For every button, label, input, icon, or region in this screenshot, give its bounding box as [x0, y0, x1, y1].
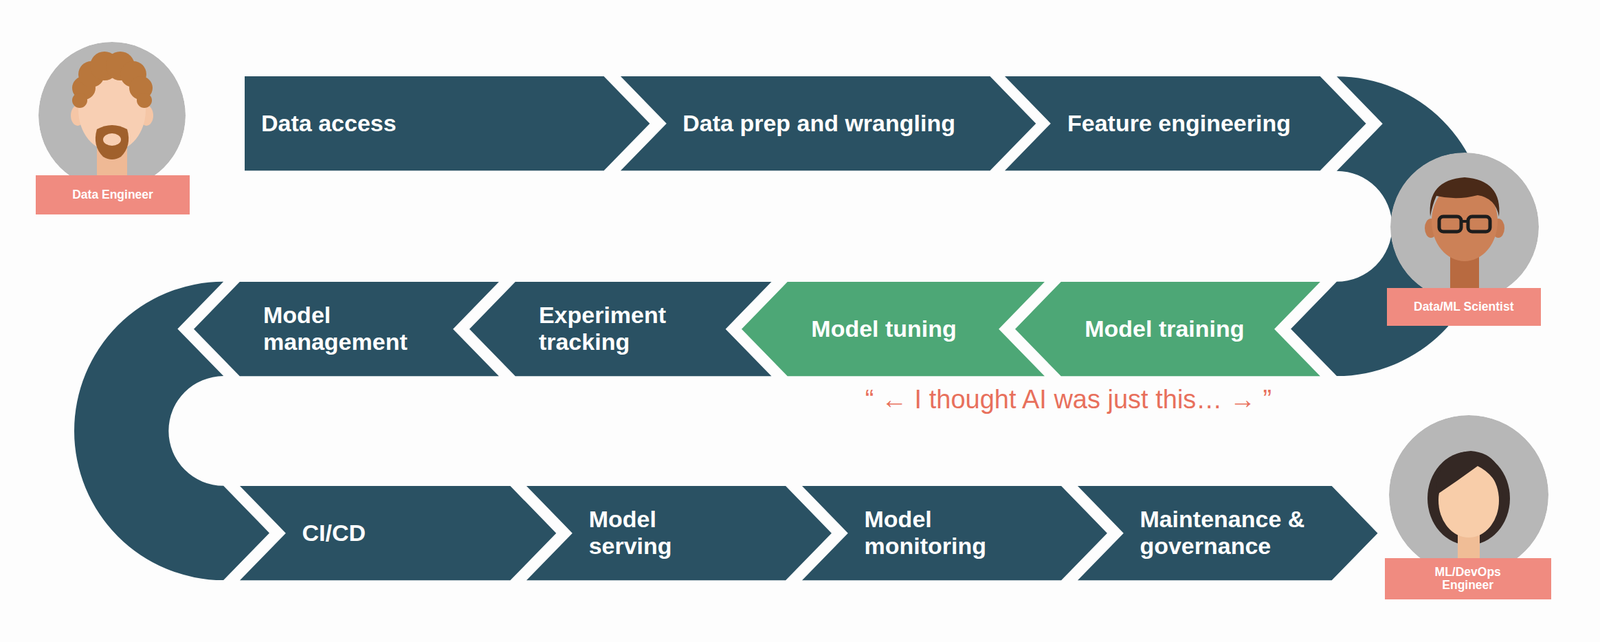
step-label: Model training	[1084, 315, 1244, 343]
data-scientist-avatar	[1439, 216, 1462, 232]
process-chevron: Model monitoring	[802, 485, 1108, 581]
role-tag: Data/ML Scientist	[1386, 287, 1541, 326]
data-engineer-avatar	[136, 92, 152, 108]
chevron-shape	[620, 76, 1036, 171]
text-group: Experiment tracking	[538, 281, 697, 376]
text-group: Model monitoring	[864, 485, 1003, 581]
text-group: Data access	[261, 76, 397, 171]
chevron-shape	[239, 485, 557, 581]
process-chevron: Data access	[244, 76, 650, 171]
text-group: Model tuning	[810, 281, 957, 376]
data-engineer-avatar	[72, 92, 88, 108]
role-tag: ML/DevOps Engineer	[1384, 558, 1552, 599]
data-scientist-avatar	[1461, 219, 1469, 223]
step-label: Model tuning	[810, 315, 957, 343]
step-label: Maintenance & governance	[1139, 505, 1319, 560]
text-group: Data prep and wrangling	[682, 76, 956, 171]
data-engineer-avatar	[38, 41, 186, 196]
devops-engineer-avatar	[1436, 450, 1503, 497]
process-chevron: Feature engineering	[1004, 76, 1367, 171]
process-chevron: Model serving	[526, 485, 832, 581]
text-group: Maintenance & governance	[1139, 485, 1319, 581]
chevron-shape	[526, 485, 832, 581]
ribbon-curve	[74, 76, 1487, 581]
process-chevron: Model training	[1015, 281, 1321, 376]
data-engineer-avatar	[95, 125, 129, 160]
process-chevron: Experiment tracking	[469, 281, 772, 376]
step-label: Data access	[261, 109, 397, 137]
chevron-shape	[741, 281, 1045, 376]
data-engineer-avatar	[103, 133, 121, 146]
devops-engineer-avatar	[1389, 415, 1549, 575]
text-group: CI/CD	[301, 485, 366, 581]
role-label: Data/ML Scientist	[1413, 300, 1515, 314]
step-label: Feature engineering	[1067, 109, 1291, 137]
process-chevron: Model management	[193, 281, 499, 376]
chevron-shape	[526, 485, 832, 581]
step-label: Model serving	[589, 505, 727, 560]
step-label: Experiment tracking	[538, 301, 697, 356]
step-label: Model monitoring	[864, 505, 1003, 560]
chevron-shape	[469, 281, 772, 376]
process-chevron: Model tuning	[741, 281, 1045, 376]
chevron-shape	[1004, 76, 1367, 171]
role-label: Data Engineer	[72, 188, 154, 202]
callout-note: “ ← I thought AI was just this… → ”	[865, 384, 1272, 414]
step-label: Model management	[263, 301, 422, 356]
step-label: Data prep and wrangling	[682, 109, 956, 137]
chevron-shape	[802, 485, 1108, 581]
process-chevron: Data prep and wrangling	[620, 76, 1036, 171]
devops-engineer-avatar	[1389, 415, 1549, 575]
chevron-shape	[244, 76, 650, 171]
role-tag: Data Engineer	[35, 175, 190, 214]
step-label: CI/CD	[301, 519, 366, 547]
chevron-shape	[193, 281, 499, 376]
text-group: Model serving	[589, 485, 727, 581]
text-group: Model training	[1084, 281, 1244, 376]
chevron-shape	[239, 485, 557, 581]
devops-engineer-avatar	[1427, 451, 1510, 546]
text-group: Feature engineering	[1067, 76, 1291, 171]
chevron-shape	[1015, 281, 1321, 376]
data-scientist-avatar	[1430, 177, 1500, 217]
data-scientist-avatar	[1468, 216, 1491, 232]
chevron-shape	[1077, 485, 1379, 581]
text-group: Model management	[263, 281, 422, 376]
process-chevron: CI/CD	[239, 485, 557, 581]
process-chevron: Maintenance & governance	[1077, 485, 1379, 581]
role-label: ML/DevOps Engineer	[1423, 565, 1513, 593]
